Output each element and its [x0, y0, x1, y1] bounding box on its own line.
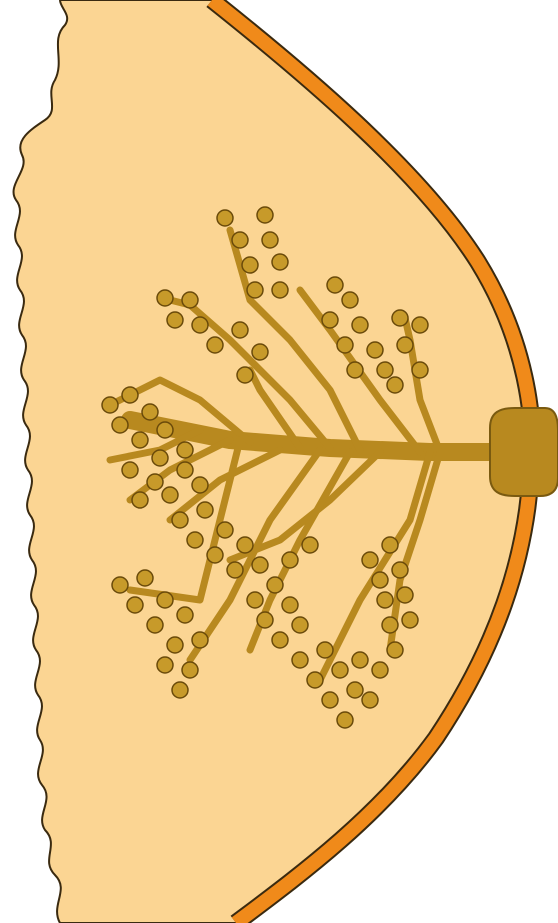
lobule — [292, 652, 308, 668]
lobule — [132, 432, 148, 448]
lobule — [192, 477, 208, 493]
lobule — [282, 597, 298, 613]
lobule — [157, 657, 173, 673]
lobule — [397, 587, 413, 603]
lobule — [377, 362, 393, 378]
lobule — [387, 642, 403, 658]
lobule — [172, 512, 188, 528]
lobule — [292, 617, 308, 633]
lobule — [262, 232, 278, 248]
lobule — [352, 652, 368, 668]
lobule — [147, 617, 163, 633]
lobule — [172, 682, 188, 698]
lobule — [372, 662, 388, 678]
lobule — [182, 292, 198, 308]
lobule — [367, 342, 383, 358]
lobule — [322, 312, 338, 328]
lobule — [232, 232, 248, 248]
lobule — [362, 692, 378, 708]
lobule — [177, 462, 193, 478]
lobule — [317, 642, 333, 658]
lobule — [102, 397, 118, 413]
lobule — [167, 312, 183, 328]
lobule — [342, 292, 358, 308]
lobule — [337, 337, 353, 353]
lobule — [252, 344, 268, 360]
lobule — [122, 387, 138, 403]
lobule — [157, 422, 173, 438]
lobule — [217, 210, 233, 226]
lobule — [247, 282, 263, 298]
lobule — [137, 570, 153, 586]
lobule — [382, 537, 398, 553]
lobule — [157, 290, 173, 306]
lobule — [392, 310, 408, 326]
lobule — [337, 712, 353, 728]
lobule — [412, 317, 428, 333]
lobule — [207, 547, 223, 563]
lobule — [192, 317, 208, 333]
lobule — [122, 462, 138, 478]
lobule — [232, 322, 248, 338]
lobule — [237, 537, 253, 553]
lobule — [392, 562, 408, 578]
lobule — [282, 552, 298, 568]
lobule — [307, 672, 323, 688]
lobule — [272, 254, 288, 270]
lobule — [347, 362, 363, 378]
lobule — [377, 592, 393, 608]
lobule — [372, 572, 388, 588]
lobule — [127, 597, 143, 613]
lobule — [147, 474, 163, 490]
lobule — [322, 692, 338, 708]
lobule — [272, 632, 288, 648]
lobule — [182, 662, 198, 678]
lobule — [347, 682, 363, 698]
lobule — [257, 612, 273, 628]
lobule — [352, 317, 368, 333]
breast-tissue — [14, 0, 537, 923]
nipple — [490, 408, 558, 496]
lobule — [142, 404, 158, 420]
lobule — [252, 557, 268, 573]
lobule — [152, 450, 168, 466]
lobule — [272, 282, 288, 298]
lobule — [387, 377, 403, 393]
lobule — [227, 562, 243, 578]
lobule — [397, 337, 413, 353]
lobule — [382, 617, 398, 633]
lobule — [332, 662, 348, 678]
lobule — [187, 532, 203, 548]
lobule — [192, 632, 208, 648]
lobule — [112, 577, 128, 593]
lobule — [327, 277, 343, 293]
lobule — [162, 487, 178, 503]
lobule — [247, 592, 263, 608]
lobule — [132, 492, 148, 508]
lobule — [242, 257, 258, 273]
lobule — [207, 337, 223, 353]
lobule — [197, 502, 213, 518]
lobule — [402, 612, 418, 628]
lobule — [412, 362, 428, 378]
lobule — [157, 592, 173, 608]
lobule — [112, 417, 128, 433]
lobule — [217, 522, 233, 538]
lobule — [362, 552, 378, 568]
lobule — [237, 367, 253, 383]
lobule — [177, 442, 193, 458]
lobule — [267, 577, 283, 593]
lobule — [257, 207, 273, 223]
lobule — [167, 637, 183, 653]
lobule — [177, 607, 193, 623]
lobule — [302, 537, 318, 553]
